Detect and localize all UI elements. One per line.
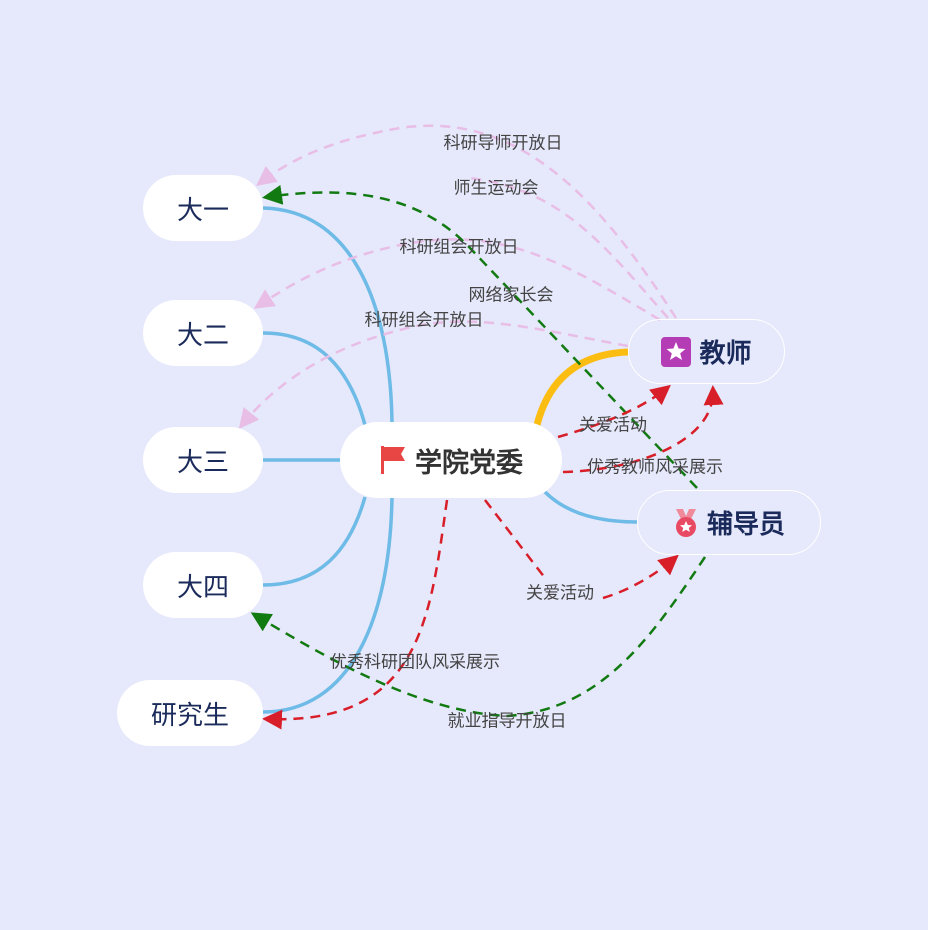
node-party-committee[interactable]: 学院党委 — [340, 422, 562, 498]
node-label: 学院党委 — [415, 447, 523, 479]
node-graduate[interactable]: 研究生 — [117, 680, 263, 746]
edge-label: 科研导师开放日 — [443, 133, 563, 154]
node-year2[interactable]: 大二 — [143, 300, 263, 366]
edge-teacher-y3 — [238, 320, 629, 429]
node-label: 大三 — [176, 447, 229, 478]
node-label: 大四 — [176, 572, 229, 603]
edge-label: 关爱活动 — [526, 583, 594, 604]
medal-icon — [675, 508, 696, 537]
edge-label: 优秀科研团队风采展示 — [330, 652, 500, 673]
node-label: 大一 — [176, 195, 229, 226]
edge-teacher-y1-b — [469, 176, 669, 319]
edge-center-teacher — [533, 348, 629, 426]
node-label: 研究生 — [150, 700, 229, 731]
edge-label: 优秀教师风采展示 — [587, 457, 723, 478]
edge-teacher-y2 — [253, 238, 661, 322]
node-year1[interactable]: 大一 — [143, 175, 263, 241]
edge-center-grad-show — [262, 499, 449, 730]
node-year3[interactable]: 大三 — [143, 427, 263, 493]
edge-label: 网络家长会 — [468, 285, 554, 306]
edge-center-y2 — [262, 331, 367, 426]
edge-label: 科研组会开放日 — [364, 310, 484, 331]
edge-center-grad — [262, 496, 394, 714]
flag-icon — [381, 446, 405, 474]
edge-label: 师生运动会 — [453, 178, 539, 199]
edge-center-y4 — [262, 496, 367, 587]
node-teacher[interactable]: 教师 — [628, 319, 785, 384]
edge-center-counselor — [543, 490, 638, 524]
star-badge-icon — [661, 336, 692, 367]
node-label: 教师 — [699, 339, 752, 369]
node-counselor[interactable]: 辅导员 — [637, 490, 821, 555]
edge-center-teacher-care — [557, 384, 671, 439]
edge-label: 关爱活动 — [579, 415, 647, 436]
edge-center-counselor-care — [484, 499, 675, 600]
edge-center-y1 — [262, 206, 394, 423]
edge-teacher-y1-a — [256, 124, 678, 319]
node-label: 辅导员 — [706, 510, 785, 540]
edge-label: 就业指导开放日 — [447, 711, 567, 732]
edge-label: 科研组会开放日 — [399, 237, 519, 258]
node-year4[interactable]: 大四 — [143, 552, 263, 618]
edge-counselor-y4 — [250, 556, 707, 718]
node-label: 大二 — [176, 320, 229, 351]
edge-center-teacher-show — [562, 385, 724, 474]
edge-counselor-y1 — [262, 184, 698, 489]
